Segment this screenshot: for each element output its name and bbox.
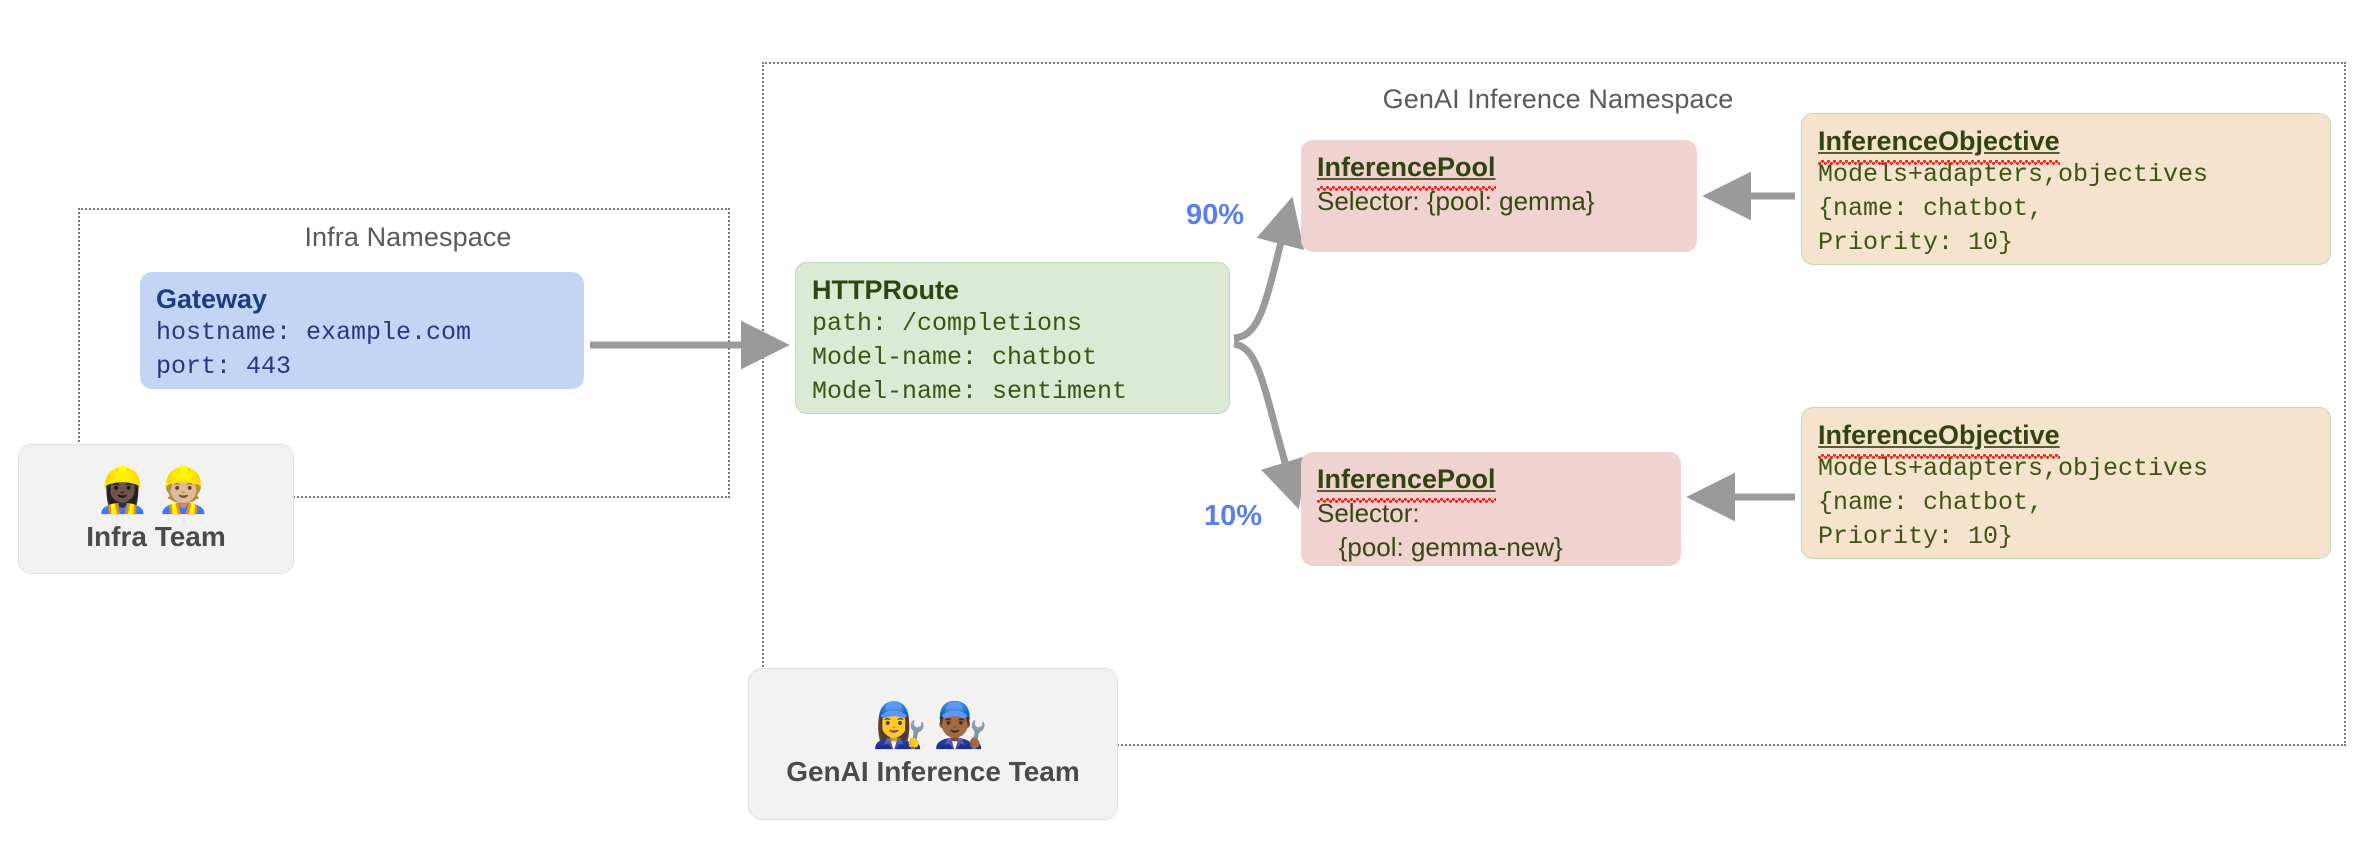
resource-box-httproute[interactable]: HTTPRoute path: /completions Model-name:… xyxy=(795,262,1230,414)
team-card-genai[interactable]: 👩‍🔧👨🏾‍🔧 GenAI Inference Team xyxy=(748,668,1118,820)
inferenceobjective-bottom-kind-label: InferenceObjective xyxy=(1818,420,2060,459)
team-card-infra[interactable]: 👷🏿‍♀️👷🏼 Infra Team xyxy=(18,444,294,574)
traffic-split-label-90: 90% xyxy=(1186,199,1245,231)
inferenceobjective-bottom-priority-line: Priority: 10} xyxy=(1818,522,2014,551)
httproute-kind-label: HTTPRoute xyxy=(812,275,959,305)
httproute-model-chatbot-line: Model-name: chatbot xyxy=(812,343,1098,372)
inferenceobjective-bottom-name-line: {name: chatbot, xyxy=(1818,488,2044,517)
inferencepool-gemma-new-selector-line: Selector: xyxy=(1317,498,1420,528)
namespace-boundary-infra xyxy=(78,208,730,498)
inferencepool-gemma-selector-line: Selector: {pool: gemma} xyxy=(1317,186,1595,216)
inferenceobjective-top-priority-line: Priority: 10} xyxy=(1818,228,2014,257)
gateway-kind-label: Gateway xyxy=(156,284,268,314)
resource-box-inferencepool-gemma[interactable]: InferencePool Selector: {pool: gemma} xyxy=(1301,140,1697,252)
traffic-split-label-10: 10% xyxy=(1204,500,1263,532)
team-label-infra: Infra Team xyxy=(86,521,226,552)
gateway-port-line: port: 443 xyxy=(156,352,292,381)
namespace-title-infra: Infra Namespace xyxy=(304,222,512,252)
resource-box-gateway[interactable]: Gateway hostname: example.com port: 443 xyxy=(140,272,584,389)
gateway-hostname-line: hostname: example.com xyxy=(156,318,472,347)
resource-box-inferenceobjective-bottom[interactable]: InferenceObjective Models+adapters,objec… xyxy=(1801,407,2331,559)
resource-box-inferencepool-gemma-new[interactable]: InferencePool Selector: {pool: gemma-new… xyxy=(1301,452,1681,566)
httproute-model-sentiment-line: Model-name: sentiment xyxy=(812,377,1128,406)
namespace-boundary-genai xyxy=(762,62,2346,746)
inferencepool-gemma-new-kind-label: InferencePool xyxy=(1317,464,1496,503)
resource-box-inferenceobjective-top[interactable]: InferenceObjective Models+adapters,objec… xyxy=(1801,113,2331,265)
httproute-path-line: path: /completions xyxy=(812,309,1083,338)
inferenceobjective-top-kind-label: InferenceObjective xyxy=(1818,126,2060,165)
inferenceobjective-top-name-line: {name: chatbot, xyxy=(1818,194,2044,223)
inferencepool-gemma-new-selector-value-line: {pool: gemma-new} xyxy=(1317,532,1563,562)
mechanics-icon: 👩‍🔧👨🏾‍🔧 xyxy=(872,701,994,750)
namespace-title-genai: GenAI Inference Namespace xyxy=(1382,84,1734,114)
construction-workers-icon: 👷🏿‍♀️👷🏼 xyxy=(95,466,217,515)
team-label-genai: GenAI Inference Team xyxy=(786,756,1080,787)
inferencepool-gemma-kind-label: InferencePool xyxy=(1317,152,1496,191)
